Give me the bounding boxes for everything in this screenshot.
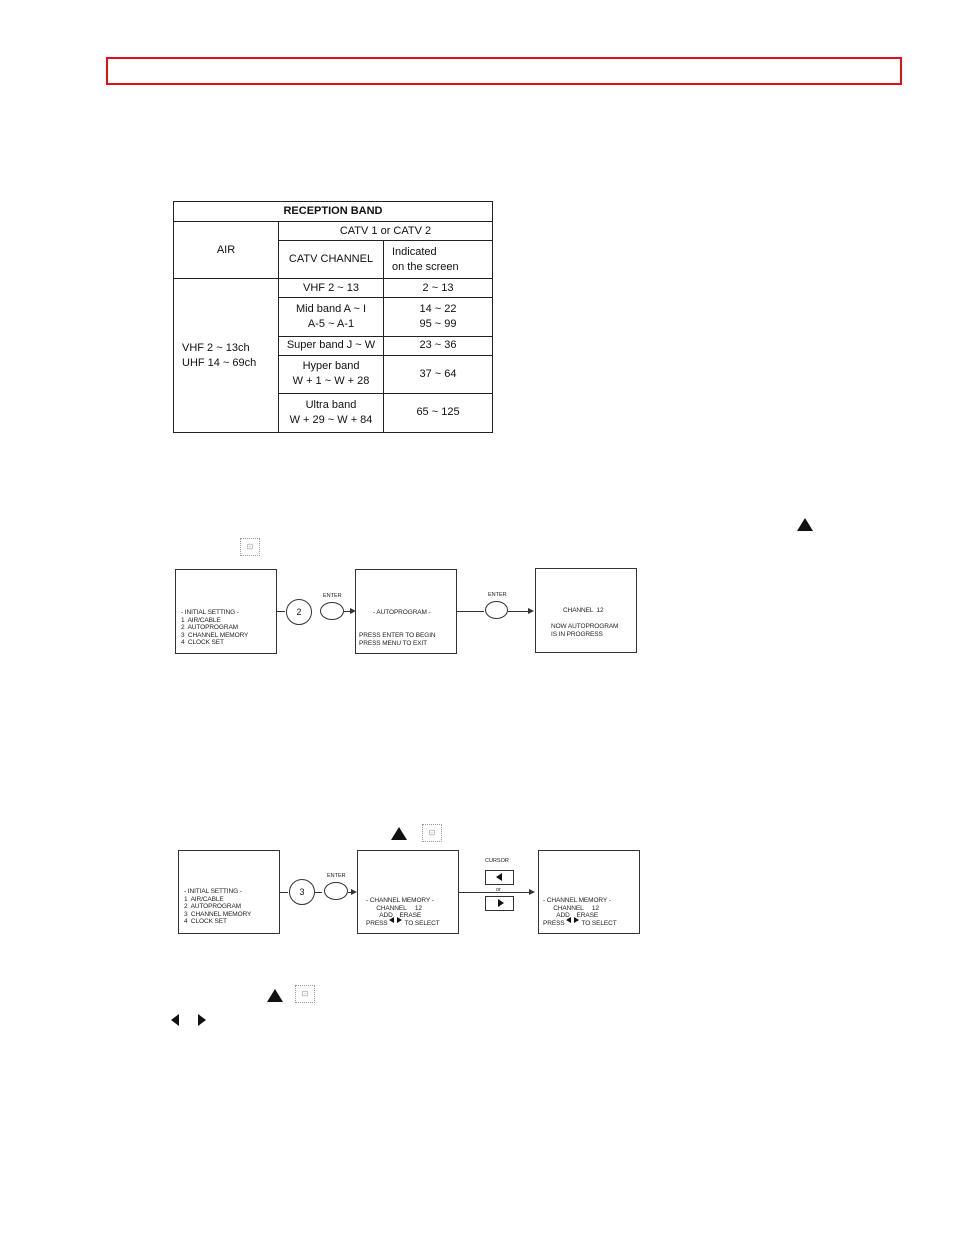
cursor-left-button — [485, 870, 514, 885]
cell-line: W + 1 ~ W + 28 — [292, 375, 370, 388]
table-cell: VHF 2 ~ 13 — [278, 278, 384, 299]
right-arrow-icon — [198, 1014, 206, 1026]
up-arrow-icon — [267, 989, 283, 1002]
cell-line: Mid band A ~ I — [295, 302, 367, 315]
screen-text: NOW AUTOPROGRAM IS IN PROGRESS — [551, 623, 619, 638]
screen-text: - INITIAL SETTING - 1 AIR/CABLE 2 AUTOPR… — [181, 609, 249, 647]
screen-channel-12: CHANNEL 12 NOW AUTOPROGRAM IS IN PROGRES… — [535, 568, 637, 653]
screen-text: PRESS ENTER TO BEGIN PRESS MENU TO EXIT — [359, 632, 436, 647]
header-banner — [106, 57, 902, 85]
table-cell: 23 ~ 36 — [383, 335, 493, 356]
left-arrow-icon — [171, 1014, 179, 1026]
connector-line — [459, 892, 530, 893]
or-label: or — [496, 887, 501, 893]
enter-label: ENTER — [488, 592, 507, 598]
arrow-right-icon — [351, 889, 357, 895]
enter-label: ENTER — [327, 873, 346, 879]
air-ranges: VHF 2 ~ 13ch UHF 14 ~ 69ch — [173, 278, 279, 433]
table-title: RECEPTION BAND — [173, 200, 493, 223]
button-number: 2 — [296, 607, 302, 617]
cell-line: A-5 ~ A-1 — [307, 317, 355, 330]
reception-band-table: RECEPTION BAND AIR CATV 1 or CATV 2 CATV… — [173, 200, 493, 434]
air-range-vhf: VHF 2 ~ 13ch — [182, 341, 250, 354]
cell-line: W + 29 ~ W + 84 — [289, 413, 373, 426]
left-arrow-icon — [496, 873, 502, 881]
screen-initial-setting-1: - INITIAL SETTING - 1 AIR/CABLE 2 AUTOPR… — [175, 569, 277, 654]
number-button-2: 2 — [286, 599, 312, 625]
screen-channel-memory-1: - CHANNEL MEMORY - CHANNEL 12 ADD ERASE … — [357, 850, 459, 934]
table-cell: 37 ~ 64 — [383, 354, 493, 394]
arrow-right-icon — [529, 889, 535, 895]
screen-channel-memory-2: - CHANNEL MEMORY - CHANNEL 12 ADD ERASE … — [538, 850, 640, 934]
screen-text: - INITIAL SETTING - 1 AIR/CABLE 2 AUTOPR… — [184, 888, 252, 926]
cursor-right-icon — [574, 917, 579, 923]
air-range-uhf: UHF 14 ~ 69ch — [182, 356, 257, 369]
cursor-right-icon — [397, 917, 402, 923]
cell-line: 14 ~ 22 — [419, 302, 457, 315]
connector-line — [277, 611, 285, 612]
screen-text: - CHANNEL MEMORY - CHANNEL 12 ADD ERASE … — [366, 897, 440, 927]
connector-line — [280, 892, 288, 893]
connector-line — [315, 892, 322, 893]
indicated-label-1: Indicated — [392, 245, 437, 258]
broken-image-icon: ⊡ — [240, 538, 260, 556]
cursor-left-icon — [566, 917, 571, 923]
connector-line — [344, 611, 352, 612]
enter-button — [485, 601, 508, 619]
table-cell: 65 ~ 125 — [383, 392, 493, 434]
screen-title: - AUTOPROGRAM - — [373, 609, 431, 616]
up-arrow-icon — [797, 518, 813, 531]
catv-header: CATV 1 or CATV 2 — [278, 221, 493, 242]
up-arrow-icon — [391, 827, 407, 840]
table-cell: 2 ~ 13 — [383, 278, 493, 299]
button-number: 3 — [299, 887, 305, 897]
screen-title: CHANNEL 12 — [563, 607, 604, 614]
catv-channel-header: CATV CHANNEL — [278, 240, 384, 280]
number-button-3: 3 — [289, 879, 315, 905]
cursor-right-button — [485, 896, 514, 911]
air-header: AIR — [173, 221, 279, 280]
screen-initial-setting-2: - INITIAL SETTING - 1 AIR/CABLE 2 AUTOPR… — [178, 850, 280, 934]
enter-button — [320, 602, 344, 620]
table-cell: Mid band A ~ I A-5 ~ A-1 — [278, 297, 384, 337]
broken-image-icon: ⊡ — [295, 985, 315, 1003]
broken-image-icon: ⊡ — [422, 824, 442, 842]
right-arrow-icon — [498, 899, 504, 907]
table-cell: 14 ~ 22 95 ~ 99 — [383, 297, 493, 337]
cell-line: Hyper band — [302, 360, 360, 373]
indicated-label-2: on the screen — [392, 260, 459, 273]
arrow-right-icon — [350, 608, 356, 614]
cursor-label: CURSOR — [485, 858, 509, 864]
cell-line: Ultra band — [305, 398, 357, 411]
table-cell: Super band J ~ W — [278, 335, 384, 356]
connector-line — [508, 611, 530, 612]
cell-line: 95 ~ 99 — [419, 317, 457, 330]
connector-line — [348, 892, 353, 893]
screen-autoprogram: - AUTOPROGRAM - PRESS ENTER TO BEGIN PRE… — [355, 569, 457, 654]
enter-button — [324, 882, 348, 900]
enter-label: ENTER — [323, 593, 342, 599]
screen-text: - CHANNEL MEMORY - CHANNEL 12 ADD ERASE … — [543, 897, 617, 927]
indicated-header: Indicated on the screen — [383, 240, 493, 280]
cursor-left-icon — [389, 917, 394, 923]
table-cell: Ultra band W + 29 ~ W + 84 — [278, 392, 384, 434]
arrow-right-icon — [528, 608, 534, 614]
table-cell: Hyper band W + 1 ~ W + 28 — [278, 354, 384, 394]
connector-line — [457, 611, 484, 612]
